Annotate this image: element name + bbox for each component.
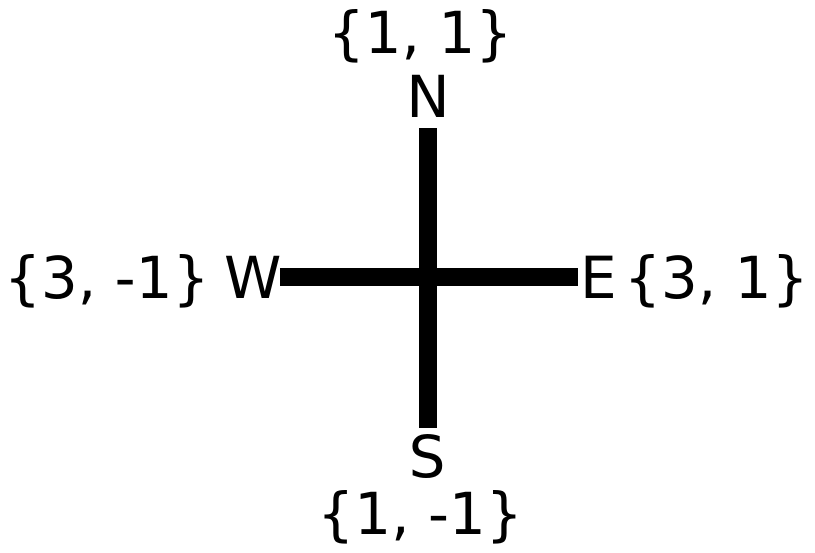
horizontal-arm (280, 268, 578, 286)
north-coordinate: {1, 1} (327, 0, 513, 67)
west-label: W (224, 244, 282, 312)
east-label: E (580, 244, 617, 312)
north-label: N (406, 63, 450, 131)
west-coordinate: {3, -1} (4, 244, 210, 312)
south-coordinate: {1, -1} (317, 480, 523, 548)
south-label: S (408, 423, 446, 491)
east-coordinate: {3, 1} (624, 244, 809, 312)
